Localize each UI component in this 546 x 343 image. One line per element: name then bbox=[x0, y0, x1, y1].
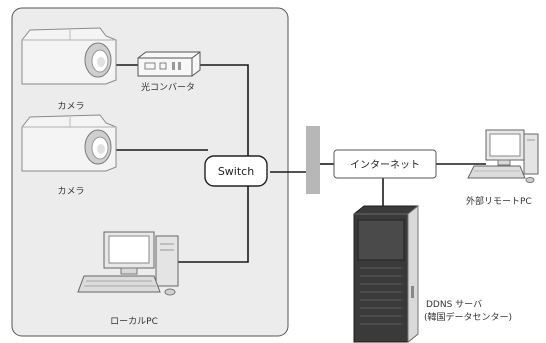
camera1-label: カメラ bbox=[57, 102, 85, 112]
local-pc-label: ローカルPC bbox=[110, 317, 158, 327]
link-localpc-switch bbox=[175, 185, 249, 263]
camera2-icon bbox=[21, 114, 117, 172]
remote-pc-label: 外部リモートPC bbox=[466, 197, 532, 207]
optical-converter-icon bbox=[137, 51, 201, 77]
ddns-server-label-line2: (韓国データセンター) bbox=[424, 313, 513, 323]
converter-label: 光コンバータ bbox=[140, 83, 196, 93]
firewall-bar bbox=[306, 126, 320, 194]
ddns-server-icon bbox=[353, 204, 419, 343]
camera1-icon bbox=[21, 27, 117, 85]
remote-pc-icon bbox=[467, 129, 539, 183]
camera2-label: カメラ bbox=[57, 187, 85, 197]
ddns-server-label-line1: DDNS サーバ bbox=[426, 300, 483, 310]
local-pc-icon bbox=[77, 231, 179, 296]
switch-label: Switch bbox=[218, 165, 254, 178]
internet-node bbox=[333, 149, 437, 179]
link-converter-switch bbox=[200, 64, 249, 156]
internet-label: インターネット bbox=[350, 159, 420, 171]
connection-lines bbox=[116, 64, 486, 263]
switch-node bbox=[204, 155, 268, 187]
